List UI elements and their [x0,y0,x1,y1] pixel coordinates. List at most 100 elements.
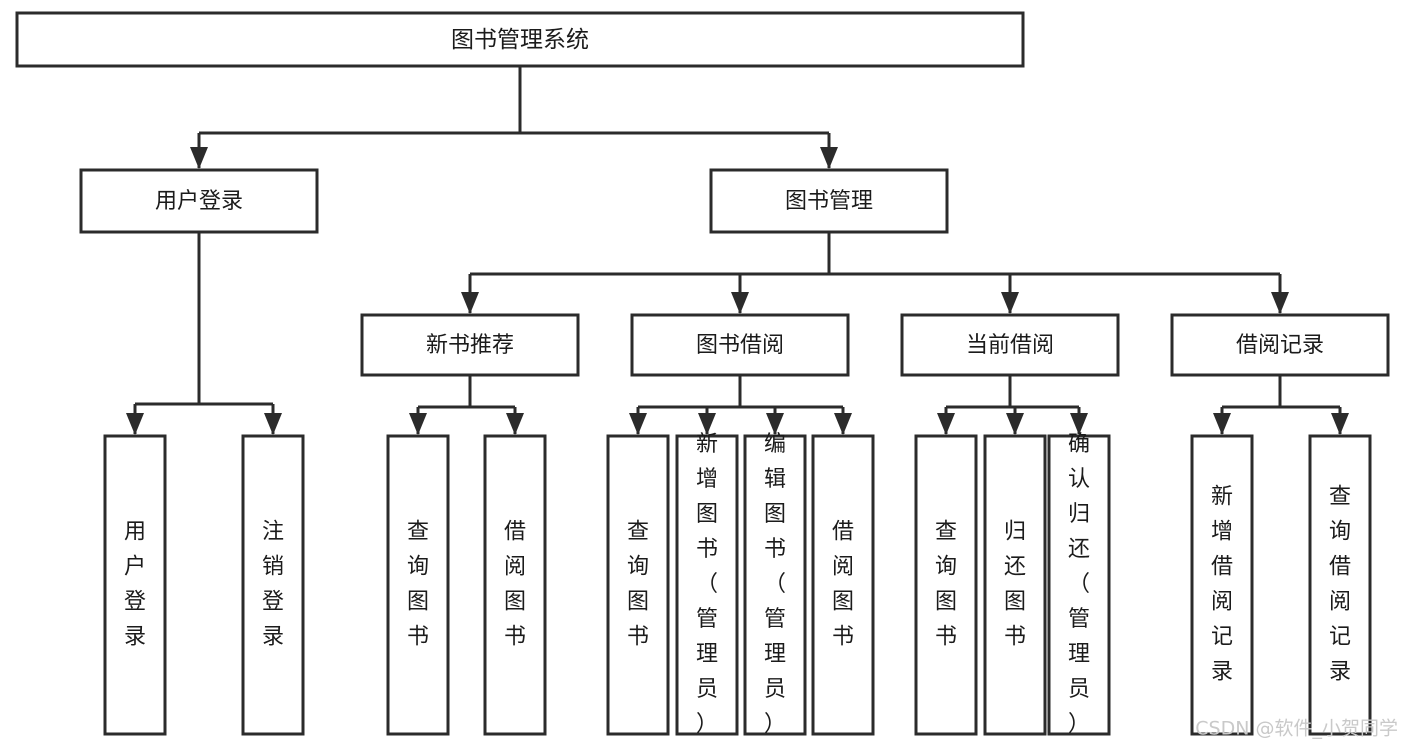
node-box-root[interactable] [15,11,1025,68]
node-box-leaf-add-borrow-record[interactable] [1190,434,1254,736]
watermark-label: CSDN @软件_小贺同学 [1195,718,1398,740]
arrow-head-leaf-add-borrow-record [1213,413,1231,435]
label-char: 认 [1068,467,1090,492]
node-label-book-borrow: 图书借阅 [696,333,784,358]
node-box-borrow-record[interactable] [1170,313,1390,377]
node-borrow-record[interactable]: 借阅记录 [1170,313,1390,377]
arrow-head-leaf-edit-book-admin [766,413,784,435]
label-char: 书 [504,625,526,650]
node-box-leaf-confirm-return-admin[interactable] [1047,434,1111,736]
label-char: 编 [764,432,786,457]
arrow-head-leaf-return-book [1006,413,1024,435]
label-char: 阅 [1329,590,1351,615]
node-box-user-login[interactable] [79,168,319,234]
node-box-leaf-add-book-admin[interactable] [675,434,739,736]
node-box-leaf-query-book-2[interactable] [606,434,670,736]
label-char: 增 [1211,520,1233,545]
label-char: （ [1068,572,1090,597]
node-book-manage[interactable]: 图书管理 [709,168,949,234]
label-char: 图 [504,590,526,615]
node-box-leaf-borrow-book-1[interactable] [483,434,547,736]
node-user-login[interactable]: 用户登录 [79,168,319,234]
nodes-layer: 图书管理系统用户登录图书管理新书推荐图书借阅当前借阅借阅记录用户登录注销登录查询… [15,11,1390,737]
label-char: 询 [407,555,429,580]
node-box-leaf-user-login[interactable] [103,434,167,736]
label-char: 确 [1068,432,1090,457]
label-char: 图 [627,590,649,615]
label-char: 借 [1329,555,1351,580]
label-char: 图 [696,502,718,527]
arrow-head-leaf-borrow-book-2 [834,413,852,435]
node-book-borrow[interactable]: 图书借阅 [630,313,850,377]
node-box-leaf-edit-book-admin[interactable] [743,434,807,736]
label-char: 查 [627,520,649,545]
node-box-leaf-borrow-book-2[interactable] [811,434,875,736]
label-char: ） [696,712,718,737]
label-char: 记 [1211,625,1233,650]
node-new-book-recommend[interactable]: 新书推荐 [360,313,580,377]
label-char: 增 [696,467,718,492]
label-char: 归 [1068,502,1090,527]
label-char: 书 [935,625,957,650]
label-char: 录 [262,625,284,650]
node-box-leaf-query-book-1[interactable] [386,434,450,736]
arrow-head-leaf-query-book-1 [409,413,427,435]
node-label-root: 图书管理系统 [451,27,589,53]
node-box-current-borrow[interactable] [900,313,1120,377]
label-char: 管 [696,607,718,632]
label-char: 书 [1004,625,1026,650]
node-leaf-user-login[interactable]: 用户登录 [103,434,167,736]
label-char: 图 [407,590,429,615]
label-char: 书 [696,537,718,562]
arrow-head-leaf-user-login [126,413,144,435]
label-char: 户 [124,555,146,580]
label-char: （ [764,572,786,597]
node-root[interactable]: 图书管理系统 [15,11,1025,68]
node-box-new-book-recommend[interactable] [360,313,580,377]
label-char: （ [696,572,718,597]
node-box-leaf-return-book[interactable] [983,434,1047,736]
label-char: 图 [832,590,854,615]
label-char: 图 [935,590,957,615]
label-char: 书 [832,625,854,650]
label-char: 阅 [504,555,526,580]
node-box-leaf-query-book-3[interactable] [914,434,978,736]
label-char: 录 [1329,660,1351,685]
label-char: 记 [1329,625,1351,650]
node-box-leaf-query-borrow-record[interactable] [1308,434,1372,736]
arrow-head-current-borrow [1001,292,1019,314]
node-box-book-borrow[interactable] [630,313,850,377]
arrow-head-leaf-add-book-admin [698,413,716,435]
node-box-book-manage[interactable] [709,168,949,234]
label-char: 新 [1211,485,1233,510]
label-char: 借 [1211,555,1233,580]
label-char: 借 [832,520,854,545]
label-char: 查 [407,520,429,545]
node-current-borrow[interactable]: 当前借阅 [900,313,1120,377]
label-char: 理 [1068,642,1090,667]
label-char: 辑 [764,467,786,492]
node-box-leaf-user-logout[interactable] [241,434,305,736]
node-label-current-borrow: 当前借阅 [966,333,1054,358]
